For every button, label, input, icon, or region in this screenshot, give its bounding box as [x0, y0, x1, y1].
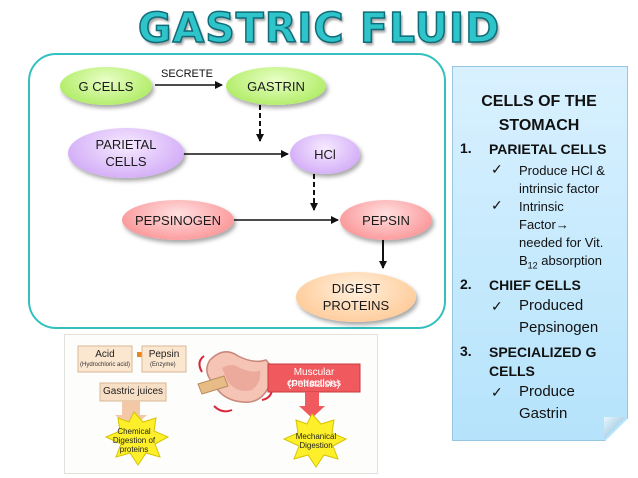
- right-arrow-icon: →: [555, 217, 569, 232]
- mechanical-starburst: [282, 413, 348, 468]
- node-pepsin-label: PEPSIN: [362, 212, 410, 228]
- chemical-label-2: Digestion of: [112, 436, 156, 445]
- curved-arrow-bottom: [213, 405, 233, 413]
- acid-box: [77, 345, 133, 373]
- item-1-point-1a: Produce HCl &: [519, 163, 605, 178]
- item-2-heading: CHIEF CELLS: [489, 277, 581, 293]
- chemical-starburst: [104, 411, 170, 466]
- chemical-label-1: Chemical: [117, 427, 151, 436]
- node-gastrin-label: GASTRIN: [247, 78, 305, 94]
- item-1-point-2a: Intrinsic: [519, 199, 564, 214]
- node-parietal-label-1: PARIETAL: [95, 137, 157, 152]
- node-digest-label-2: PROTEINS: [322, 298, 390, 313]
- mechanical-label-2: Digestion: [299, 441, 333, 450]
- curved-arrow-left: [198, 355, 205, 373]
- acid-label: Acid: [95, 349, 115, 360]
- stomach-inner: [222, 365, 261, 391]
- pepsin-label: Pepsin: [148, 349, 180, 360]
- muscular-label-2: (Peristalsis): [287, 379, 341, 390]
- item-3-heading-2: CELLS: [489, 363, 535, 379]
- check-icon: ✓: [491, 161, 503, 177]
- node-g-cells: G CELLS: [60, 67, 152, 105]
- item-1-point-2c: needed for Vit.: [519, 235, 604, 250]
- food-stick: [197, 375, 229, 395]
- node-digest-label-1: DIGEST: [331, 281, 381, 296]
- node-hcl: HCl: [290, 134, 360, 174]
- node-digest-proteins: DIGEST PROTEINS: [296, 272, 416, 322]
- vitamin-subscript: 12: [527, 260, 538, 271]
- item-2-point-1a: Produced: [519, 297, 584, 314]
- item-3-heading-1: SPECIALIZED G: [489, 344, 597, 360]
- item-1-heading: PARIETAL CELLS: [489, 141, 607, 157]
- item-2-point-1b: Pepsinogen: [519, 319, 599, 336]
- item-1-point-2d: B12 absorption: [519, 252, 602, 275]
- sidebar-title-line-2: STOMACH: [498, 117, 580, 134]
- node-pepsinogen: PEPSINOGEN: [122, 200, 234, 240]
- gastric-juices-label: Gastric juices: [102, 386, 163, 397]
- vitamin-b-text: B: [519, 253, 528, 268]
- pepsin-box: [141, 345, 187, 373]
- node-pepsin: PEPSIN: [340, 200, 432, 240]
- acid-sub-label: (Hydrochloric acid): [80, 362, 131, 368]
- cells-of-stomach-panel: [452, 66, 628, 441]
- node-parietal-cells: PARIETAL CELLS: [68, 128, 184, 178]
- item-2-number: 2.: [460, 276, 472, 292]
- node-gastrin: GASTRIN: [226, 67, 326, 105]
- muscular-label-1: Muscular contractions: [287, 367, 341, 389]
- node-pepsinogen-label: PEPSINOGEN: [135, 212, 221, 228]
- mechanical-label-1: Mechanical: [295, 432, 337, 441]
- check-icon: ✓: [491, 384, 503, 400]
- page-title: GASTRIC FLUID: [137, 3, 501, 53]
- item-3-point-1a: Produce: [519, 383, 575, 400]
- down-arrow-red-icon: [299, 392, 325, 418]
- sidebar-title-line-1: CELLS OF THE: [481, 93, 597, 110]
- item-1-point-2b: Factor→: [519, 216, 569, 234]
- secrete-label: SECRETE: [161, 68, 213, 80]
- item-1-number: 1.: [460, 140, 472, 156]
- node-hcl-label: HCl: [314, 146, 336, 162]
- node-g-cells-label: G CELLS: [78, 78, 134, 94]
- sidebar-title: CELLS OF THE STOMACH: [452, 90, 626, 138]
- node-parietal-label-2: CELLS: [105, 154, 147, 169]
- intrinsic-factor-text: Factor: [519, 217, 556, 232]
- absorption-text: absorption: [537, 253, 603, 268]
- pepsin-sub-label: (Enzyme): [150, 362, 176, 368]
- item-3-point-1b: Gastrin: [519, 405, 568, 422]
- check-icon: ✓: [491, 197, 503, 213]
- check-icon: ✓: [491, 298, 503, 314]
- chemical-label-3: proteins: [119, 445, 149, 454]
- item-3-number: 3.: [460, 343, 472, 359]
- item-1-point-1b: intrinsic factor: [519, 181, 600, 196]
